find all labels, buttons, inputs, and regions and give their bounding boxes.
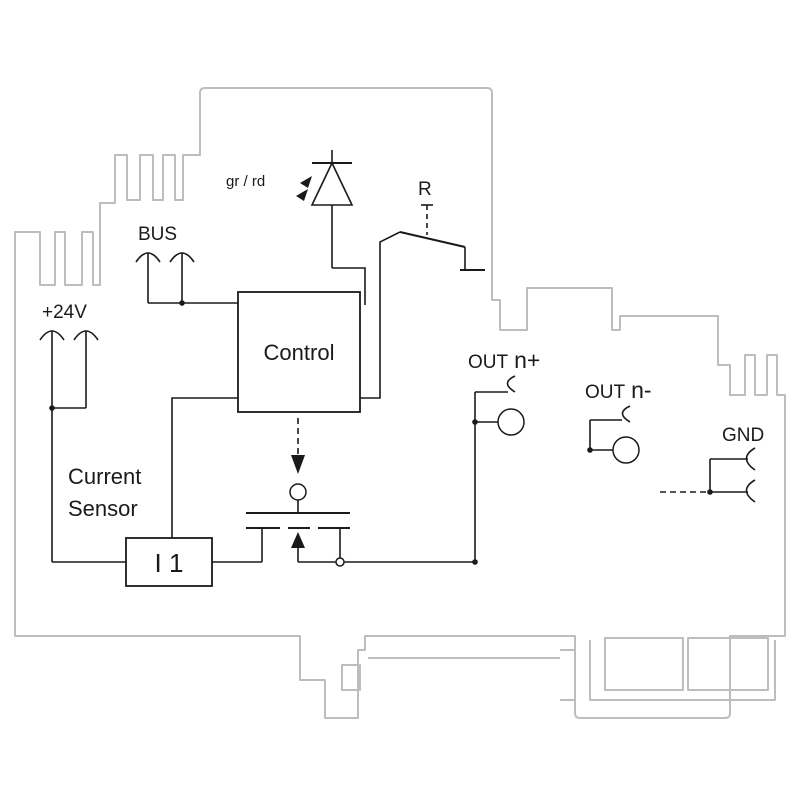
- supply-label: +24V: [42, 302, 87, 323]
- out-negative-suffix: n-: [631, 377, 651, 403]
- output-switch: [212, 512, 475, 567]
- led-label: gr / rd: [226, 173, 265, 190]
- bus-terminals: [135, 252, 238, 306]
- supply-terminals: [39, 330, 126, 563]
- control-label: Control: [264, 340, 335, 365]
- relay-contact: [360, 204, 485, 399]
- current-sensor-label-line2: Sensor: [68, 496, 138, 521]
- relay-label: R: [418, 179, 432, 200]
- housing-foot-rail: [368, 649, 576, 701]
- housing-foot-left: [341, 664, 361, 691]
- current-sensor-box: [125, 537, 213, 587]
- led-indicator: [296, 150, 354, 268]
- control-block: [237, 291, 361, 413]
- current-sensor-id: I 1: [155, 548, 184, 578]
- housing-outline: [14, 87, 786, 719]
- wire-control-sensor: [171, 397, 238, 538]
- gnd-label: GND: [722, 425, 764, 446]
- out-positive-terminal: [472, 375, 525, 565]
- wire-led-control: [332, 267, 366, 305]
- out-negative-prefix: OUT: [585, 382, 626, 403]
- control-signal-arrow: [289, 418, 307, 513]
- housing-clamp-2: [687, 637, 769, 691]
- out-positive-prefix: OUT: [468, 352, 509, 373]
- housing-clamp-frame: [589, 640, 776, 701]
- housing-clamp-1: [604, 637, 684, 691]
- bus-label: BUS: [138, 224, 177, 245]
- out-negative-terminal: [587, 405, 640, 464]
- out-positive-suffix: n+: [514, 347, 540, 373]
- gnd-terminal: [660, 447, 756, 503]
- current-sensor-label-line1: Current: [68, 464, 141, 489]
